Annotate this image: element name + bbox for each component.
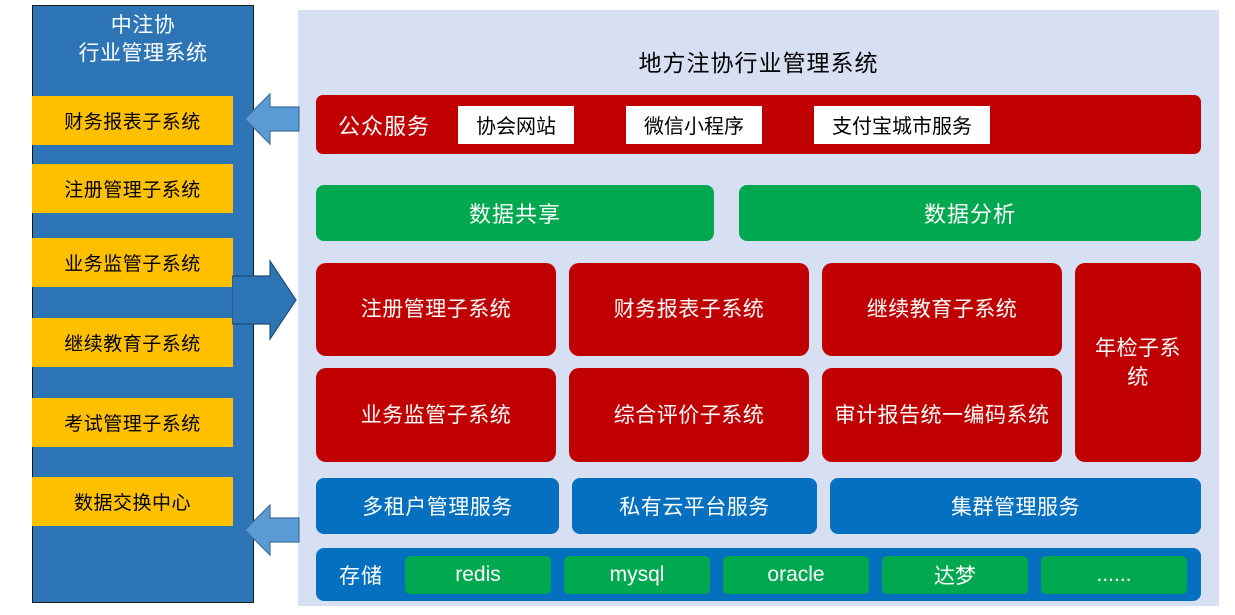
data-sharing-box[interactable]: 数据共享 — [316, 185, 714, 241]
subsystem-comprehensive-evaluation[interactable]: 综合评价子系统 — [569, 368, 809, 462]
sidebar-item-exam-management[interactable]: 考试管理子系统 — [32, 398, 233, 447]
channel-association-website[interactable]: 协会网站 — [458, 105, 575, 144]
subsystem-business-supervision[interactable]: 业务监管子系统 — [316, 368, 556, 462]
data-layer-row: 数据共享 数据分析 — [316, 185, 1201, 241]
channel-alipay-city-service[interactable]: 支付宝城市服务 — [814, 105, 991, 144]
storage-engine-oracle[interactable]: oracle — [723, 555, 869, 594]
subsystem-continuing-education[interactable]: 继续教育子系统 — [822, 263, 1062, 356]
storage-engine-redis[interactable]: redis — [405, 555, 551, 594]
data-analysis-box[interactable]: 数据分析 — [739, 185, 1201, 241]
storage-label: 存储 — [339, 564, 383, 588]
arrow-top-left-icon — [244, 92, 300, 146]
storage-engine-more[interactable]: ...... — [1041, 555, 1187, 594]
arrow-middle-right-icon — [232, 259, 297, 341]
subsystem-registration[interactable]: 注册管理子系统 — [316, 263, 556, 356]
sidebar-item-continuing-education[interactable]: 继续教育子系统 — [32, 318, 233, 367]
storage-engine-mysql[interactable]: mysql — [564, 555, 710, 594]
sidebar-item-financial-report[interactable]: 财务报表子系统 — [32, 96, 233, 145]
channel-wechat-miniprogram[interactable]: 微信小程序 — [626, 105, 763, 144]
storage-engine-dameng[interactable]: 达梦 — [882, 555, 1028, 594]
subsystem-grid: 注册管理子系统 财务报表子系统 继续教育子系统 年检子系统 业务监管子系统 综合… — [316, 263, 1201, 462]
subsystem-annual-inspection[interactable]: 年检子系统 — [1075, 263, 1201, 462]
sidebar-title: 中注协 行业管理系统 — [78, 14, 208, 65]
service-multi-tenant[interactable]: 多租户管理服务 — [316, 478, 559, 534]
service-cluster-management[interactable]: 集群管理服务 — [830, 478, 1201, 534]
platform-service-row: 多租户管理服务 私有云平台服务 集群管理服务 — [316, 478, 1201, 534]
national-system-sidebar: 中注协 行业管理系统 财务报表子系统 注册管理子系统 业务监管子系统 继续教育子… — [32, 5, 254, 603]
public-service-bar: 公众服务 协会网站 微信小程序 支付宝城市服务 — [316, 95, 1201, 154]
sidebar-item-business-supervision[interactable]: 业务监管子系统 — [32, 238, 233, 287]
service-private-cloud[interactable]: 私有云平台服务 — [572, 478, 817, 534]
storage-bar: 存储 redis mysql oracle 达梦 ...... — [316, 548, 1201, 601]
public-service-label: 公众服务 — [338, 113, 431, 139]
subsystem-audit-report-unified-coding[interactable]: 审计报告统一编码系统 — [822, 368, 1062, 462]
subsystem-financial-report[interactable]: 财务报表子系统 — [569, 263, 809, 356]
local-system-panel: 地方注协行业管理系统 公众服务 协会网站 微信小程序 支付宝城市服务 数据共享 … — [298, 10, 1219, 606]
arrow-bottom-left-icon — [244, 503, 300, 557]
sidebar-item-data-exchange[interactable]: 数据交换中心 — [32, 477, 233, 526]
sidebar-item-registration[interactable]: 注册管理子系统 — [32, 164, 233, 213]
panel-title: 地方注协行业管理系统 — [638, 50, 879, 76]
